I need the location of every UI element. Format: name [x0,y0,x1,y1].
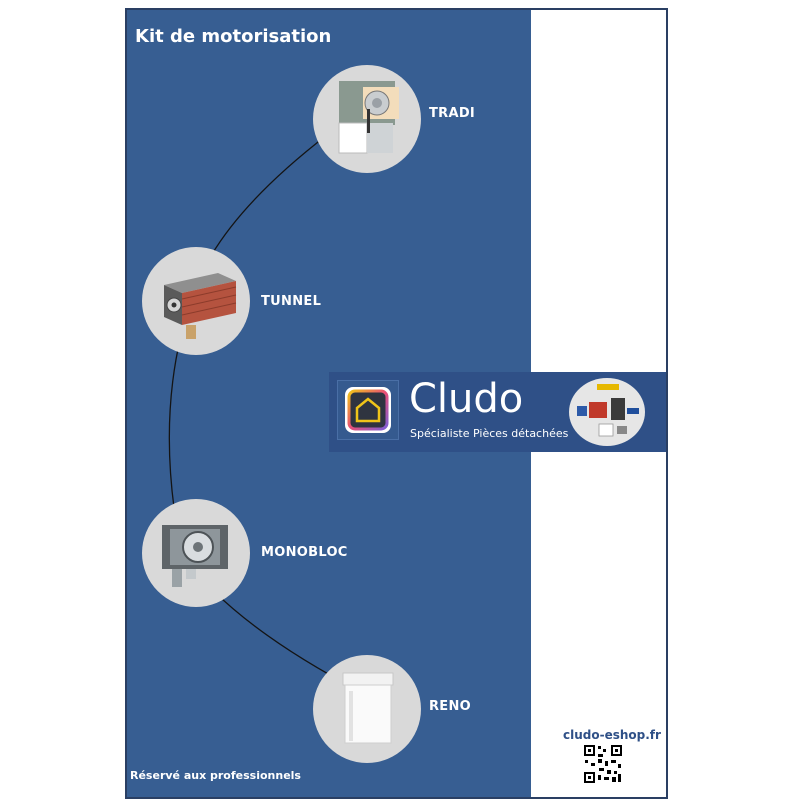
monobloc-label: MONOBLOC [261,545,348,560]
reno-box-icon [342,672,394,744]
brand-name: Cludo [409,376,524,422]
qr-code-icon[interactable] [583,744,623,784]
poster-page: Kit de motorisation TRADI TUN [125,8,668,799]
website-link[interactable]: cludo-eshop.fr [563,728,661,742]
cludo-banner[interactable]: Cludo Spécialiste Pièces détachées [329,372,666,452]
tradi-node[interactable] [313,65,421,173]
tunnel-box-icon [164,273,237,339]
reno-node[interactable] [313,655,421,763]
reno-label: RENO [429,699,472,714]
cludo-logo [337,380,399,440]
products-collage-icon [577,384,639,437]
tunnel-label: TUNNEL [261,294,322,309]
page-title: Kit de motorisation [135,26,332,47]
tunnel-node[interactable] [142,247,250,355]
tradi-label: TRADI [429,106,476,121]
brand-tagline: Spécialiste Pièces détachées [410,427,569,440]
tradi-box-icon [338,81,399,154]
connector-arc [168,134,378,701]
monobloc-node[interactable] [142,499,250,607]
house-icon [345,387,391,433]
monobloc-box-icon [162,525,228,587]
professional-notice: Réservé aux professionnels [130,769,301,782]
products-collage [569,378,645,446]
